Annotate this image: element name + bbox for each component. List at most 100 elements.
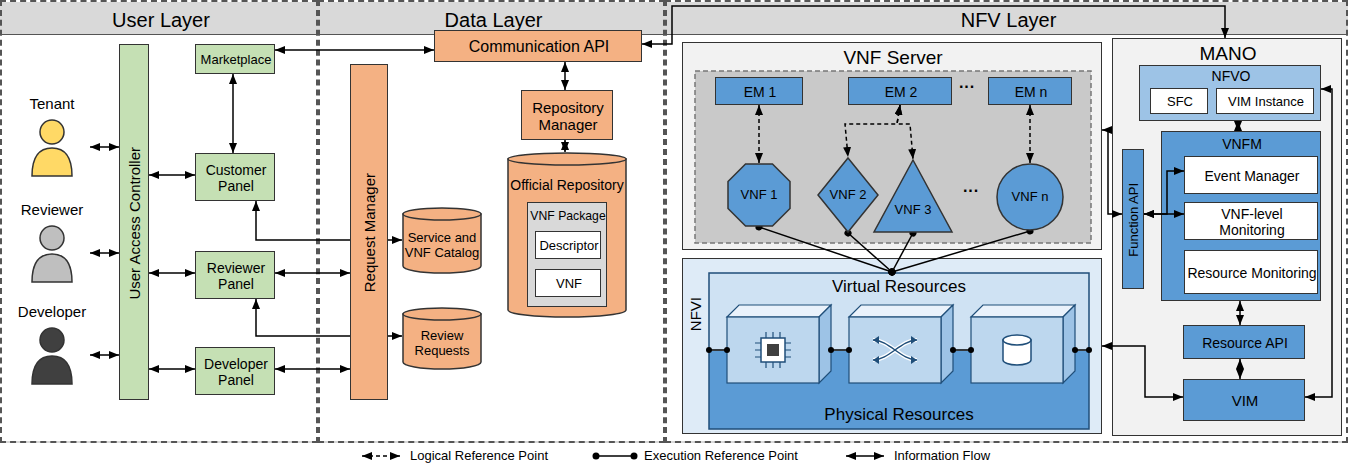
execution-dot <box>846 347 852 353</box>
vnf-triangle-outline <box>873 159 953 233</box>
person-body <box>32 148 72 176</box>
person-head <box>40 120 64 144</box>
switch-arrows <box>873 340 917 360</box>
node-label: Review Requests <box>404 329 480 359</box>
information-flow <box>149 368 195 370</box>
cpu-chip <box>761 338 785 362</box>
switch-arrowhead <box>911 356 917 364</box>
vnf-octagon: VNF 1 <box>727 163 791 227</box>
node-label: EM 1 <box>744 84 777 100</box>
api-bar: Function API <box>1122 149 1144 289</box>
cylinder-top <box>403 208 481 220</box>
text-box: Reviewer <box>14 200 90 220</box>
mano-box: MANONFVOSFCVIM InstanceFunction APIVNFME… <box>1112 38 1342 436</box>
text-box: Resource Monitoring <box>1185 251 1319 295</box>
node-label: Communication API <box>469 38 610 56</box>
execution-dot <box>724 347 730 353</box>
panel-box: Reviewer Panel <box>195 251 275 299</box>
reviewer-actor: Reviewer <box>14 200 90 284</box>
information-flow <box>275 49 434 51</box>
switch-arrows-bg <box>873 340 917 360</box>
ellipsis-label: ··· <box>952 76 982 98</box>
text-box: Reviewer Panel <box>196 252 276 300</box>
disk-top <box>1003 335 1031 345</box>
em-box: EM 1 <box>715 77 803 105</box>
legend-text: Execution Reference Point <box>644 449 798 464</box>
text-box: VNF <box>536 270 602 298</box>
text-box: Resource API <box>1184 326 1306 360</box>
node-label: Physical Resources <box>824 405 973 425</box>
vnf-diamond: VNF 2 <box>817 157 879 233</box>
node-label: NFVI <box>687 297 704 331</box>
legend-line <box>596 455 634 457</box>
ellipsis-text: ··· <box>963 182 979 200</box>
legend-text: Logical Reference Point <box>410 449 548 464</box>
panel-box: Developer Panel <box>195 347 275 395</box>
information-flow <box>90 354 119 356</box>
tenant-actor: Tenant <box>14 94 90 178</box>
vnf-circle: VNF n <box>996 163 1064 231</box>
text-box: VNF 2 <box>817 157 879 233</box>
information-flow <box>90 146 119 148</box>
text-box: VNF 3 <box>873 193 953 227</box>
requests-db: Review Requests <box>402 307 482 369</box>
access-controller: User Access Controller <box>119 44 149 400</box>
text-box: Virtual Resources <box>709 275 1089 299</box>
switch-arrowhead <box>911 336 917 344</box>
execution-dot <box>706 347 712 353</box>
person-body <box>32 356 72 384</box>
node-label: Customer Panel <box>198 162 274 194</box>
person-head <box>40 328 64 352</box>
switch-arrowhead <box>873 336 879 344</box>
text-box: VNF-level Monitoring <box>1185 203 1319 241</box>
text-box: NFVI <box>685 283 707 345</box>
information-flow <box>564 140 566 152</box>
text-box: Request Manager <box>351 65 389 401</box>
cylinder-body <box>403 314 481 369</box>
information-flow <box>275 272 350 274</box>
cube-side <box>819 305 831 383</box>
legend-sample <box>592 450 638 462</box>
information-flow <box>232 74 234 153</box>
file-box: VNF <box>535 269 601 297</box>
vnfm-box: VNFMEvent ManagerVNF-level MonitoringRes… <box>1161 131 1321 301</box>
ellipsis-text: ··· <box>959 78 975 96</box>
node-label: Reviewer <box>21 201 84 218</box>
em-box: EM 2 <box>848 77 952 105</box>
text-box: Review Requests <box>402 321 482 367</box>
node-label: VNF Package <box>530 209 605 223</box>
cube-top <box>849 305 953 317</box>
vim-box: VIM <box>1183 379 1305 421</box>
execution-dot <box>828 347 834 353</box>
execution-dot <box>1072 347 1078 353</box>
text-box: Service and VNF Catalog <box>402 221 482 271</box>
sfc-box: SFC <box>1150 88 1208 114</box>
node-label: VNF Server <box>843 47 942 69</box>
package-box: VNF PackageDescriptorVNF <box>527 202 607 307</box>
cube-top <box>727 305 831 317</box>
node-label: User Access Controller <box>126 147 143 300</box>
information-flow <box>1144 213 1184 215</box>
execution-dot <box>950 347 956 353</box>
text-box: NFVO <box>1140 67 1322 86</box>
em-box: EM n <box>988 77 1072 105</box>
text-box: Tenant <box>14 94 90 114</box>
cube-front <box>971 317 1063 383</box>
person-head <box>40 226 64 250</box>
file-box: Descriptor <box>535 231 601 259</box>
resource-panel <box>709 273 1089 429</box>
text-box: Event Manager <box>1185 157 1319 195</box>
node-label: VNF 2 <box>830 188 867 203</box>
text-box: VIM Instance <box>1217 89 1315 115</box>
function-box: Resource Monitoring <box>1184 250 1318 294</box>
node-label: Reviewer Panel <box>198 260 274 292</box>
text-box: Marketplace <box>196 45 276 75</box>
text-box: User Access Controller <box>120 45 150 401</box>
node-label: Virtual Resources <box>832 277 966 297</box>
manager-bar: Request Manager <box>350 64 388 400</box>
circle-outline <box>997 164 1063 230</box>
legend-line <box>846 455 884 457</box>
execution-dot <box>1086 347 1092 353</box>
node-label: NFVO <box>1212 68 1251 84</box>
node-label: VNF 1 <box>741 188 778 203</box>
